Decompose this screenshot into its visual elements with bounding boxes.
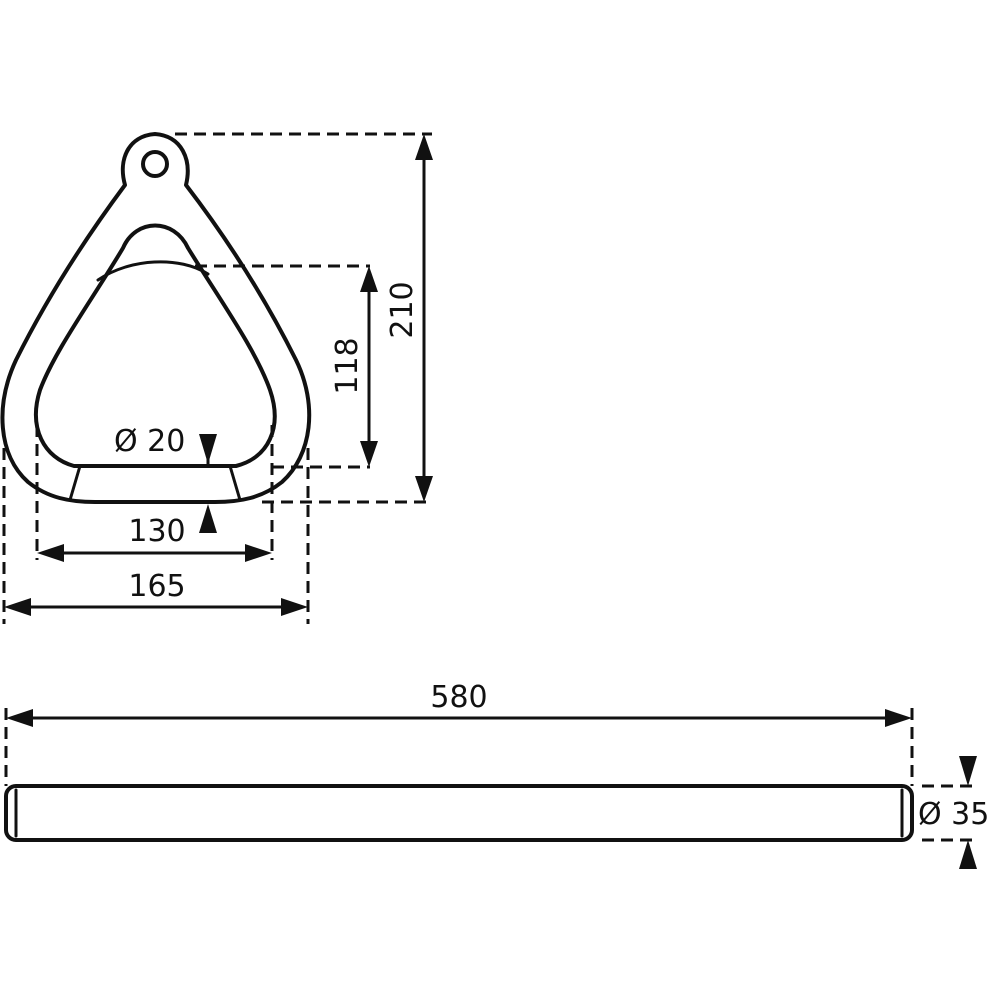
arrow-inner-width-left (37, 544, 64, 562)
ring-inner-outline (34, 223, 277, 468)
arrow-inner-height-bottom (360, 441, 378, 467)
label-grip-diameter: Ø 20 (114, 424, 185, 459)
label-inner-width: 130 (128, 514, 185, 549)
bar-outline (4, 784, 914, 842)
trapeze-bar (4, 784, 914, 842)
ring-dimensions: 210 118 Ø 20 130 165 (2, 132, 433, 624)
arrow-bar-length-left (6, 709, 33, 727)
arrow-inner-width-right (245, 544, 272, 562)
label-inner-height: 118 (330, 337, 365, 394)
bar-dimensions: 580 Ø 35 (4, 680, 989, 869)
arrow-outer-width-right (281, 598, 308, 616)
trapeze-ring (0, 132, 312, 504)
label-outer-width: 165 (128, 569, 185, 604)
ring-inner-shade-arc (96, 260, 210, 282)
ring-grip-plate (68, 464, 242, 502)
label-total-height: 210 (385, 281, 420, 338)
ring-outer-outline (0, 132, 312, 504)
arrow-bar-diameter-top (959, 756, 977, 786)
arrow-total-height-top (415, 134, 433, 160)
arrow-grip-diameter-bottom (199, 504, 217, 533)
arrow-total-height-bottom (415, 476, 433, 502)
ring-eye-hole (141, 150, 169, 178)
label-bar-diameter: Ø 35 (918, 797, 989, 832)
label-bar-length: 580 (430, 680, 487, 715)
arrow-bar-length-right (885, 709, 912, 727)
arrow-bar-diameter-bottom (959, 840, 977, 869)
arrow-outer-width-left (4, 598, 31, 616)
arrow-inner-height-top (360, 266, 378, 292)
